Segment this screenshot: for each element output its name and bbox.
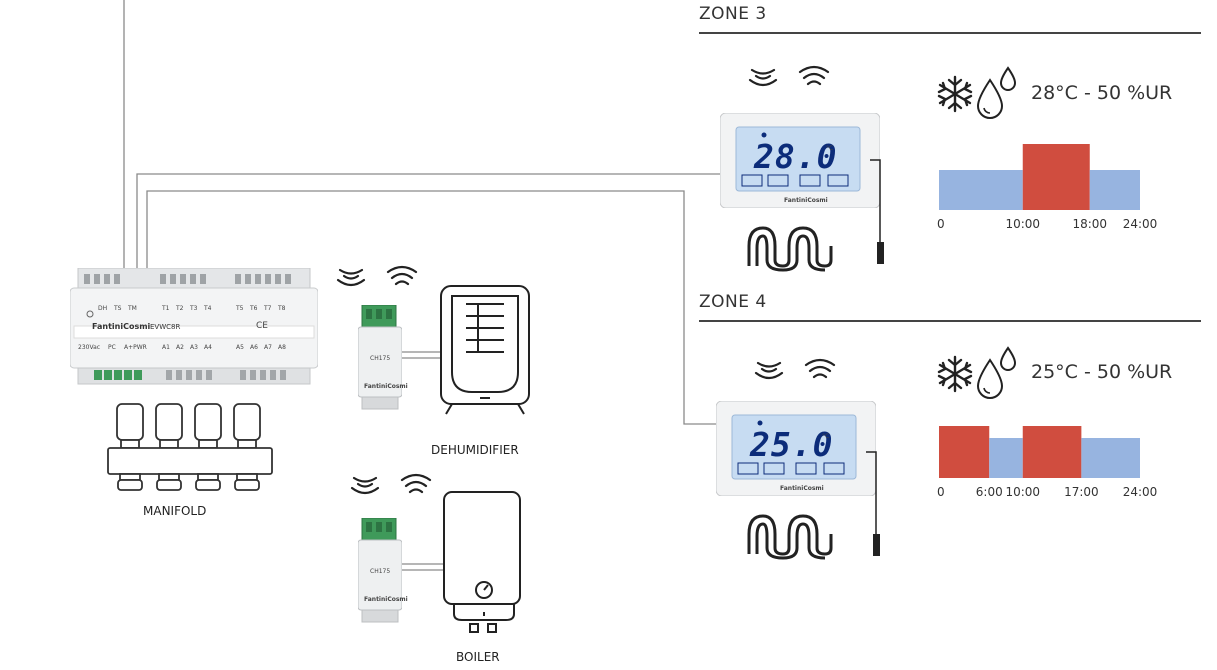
controller-brand: FantiniCosmi <box>92 322 151 331</box>
controller-top-label: T7 <box>264 305 272 312</box>
schedule-tick-label: 17:00 <box>1064 485 1099 499</box>
snowflake-icon <box>937 355 973 393</box>
schedule-segment-low <box>939 170 1023 210</box>
controller-bottom-label: A+PWR <box>124 344 147 351</box>
boiler-graphic <box>443 491 521 633</box>
controller-bottom-label: A4 <box>204 344 212 351</box>
schedule-segment-high <box>1022 426 1082 478</box>
dehumidifier-label: DEHUMIDIFIER <box>431 443 519 457</box>
schedule-tick-label: 18:00 <box>1072 217 1107 231</box>
controller-bottom-label: A5 <box>236 344 244 351</box>
controller-top-label: TM <box>128 305 137 312</box>
ch175-module-boiler: CH175 FantiniCosmi <box>358 518 408 624</box>
module-model: CH175 <box>370 355 391 362</box>
zone-divider <box>699 32 1201 34</box>
controller-bottom-label: A3 <box>190 344 198 351</box>
controller: DH TS TM T1 T2 T3 T4 T5 T6 T7 T8 Fantini… <box>70 268 318 388</box>
schedule-segment-high <box>1022 144 1090 210</box>
snowflake-icon <box>937 75 973 113</box>
controller-bottom-label: A7 <box>264 344 272 351</box>
floor-sensor-probe <box>866 451 880 556</box>
thermostat-display: 28.0 <box>754 137 838 176</box>
controller-top-label: T8 <box>278 305 286 312</box>
climate-setpoint: 28°C - 50 %UR <box>1031 82 1173 104</box>
controller-bottom-label: A6 <box>250 344 258 351</box>
wireless-icon <box>350 473 432 495</box>
controller-model: EVWC8R <box>150 323 181 331</box>
schedule-tick-label: 0 <box>937 485 945 499</box>
controller-top-label: TS <box>114 305 122 312</box>
controller-bottom-label: PC <box>108 344 116 351</box>
schedule-segment-high <box>939 426 990 478</box>
controller-top-label: T3 <box>190 305 198 312</box>
humidity-drops-icon <box>976 66 1017 119</box>
manifold-graphic <box>107 403 273 491</box>
controller-top-label: T2 <box>176 305 184 312</box>
controller-bottom-label: A2 <box>176 344 184 351</box>
manifold-label: MANIFOLD <box>143 504 207 518</box>
controller-bottom-label: A8 <box>278 344 286 351</box>
controller-bottom-label: A1 <box>162 344 170 351</box>
zone-divider <box>699 320 1201 322</box>
zone3-wire <box>136 173 722 268</box>
module-brand: FantiniCosmi <box>364 596 408 603</box>
controller-bottom-label: 230Vac <box>78 344 101 351</box>
wireless-icon <box>336 265 418 287</box>
wireless-icon <box>754 358 836 380</box>
controller-top-label: T4 <box>204 305 212 312</box>
schedule-tick-label: 24:00 <box>1123 485 1158 499</box>
controller-top-label: T1 <box>162 305 170 312</box>
thermostat-unit: °C <box>822 433 830 440</box>
controller-top-label: T5 <box>236 305 244 312</box>
schedule-tick-label: 24:00 <box>1123 217 1158 231</box>
controller-top-label: DH <box>98 305 108 312</box>
zone4-wire <box>146 190 717 425</box>
schedule-tick-label: 0 <box>937 217 945 231</box>
schedule-tick-label: 10:00 <box>1005 217 1040 231</box>
thermostat-display: 25.0 <box>750 425 834 464</box>
schedule-segment-low <box>1089 170 1140 210</box>
boiler-label: BOILER <box>456 650 500 664</box>
humidity-drops-icon <box>976 346 1017 399</box>
schedule-segment-low <box>989 438 1023 478</box>
zone-title: ZONE 4 <box>699 292 767 312</box>
thermostat-brand: FantiniCosmi <box>780 485 824 492</box>
schedule-tick-label: 10:00 <box>1005 485 1040 499</box>
floor-sensor-probe <box>870 159 884 264</box>
floor-heating-icon <box>747 226 833 272</box>
schedule-tick-label: 6:00 <box>976 485 1003 499</box>
floor-heating-icon <box>747 514 833 560</box>
thermostat-brand: FantiniCosmi <box>784 197 828 204</box>
climate-setpoint: 25°C - 50 %UR <box>1031 361 1173 383</box>
module-model: CH175 <box>370 568 391 575</box>
schedule-segment-low <box>1081 438 1140 478</box>
schedule-chart-zone3: 0 10:00 18:00 24:00 <box>937 144 1158 231</box>
zone-title: ZONE 3 <box>699 4 767 24</box>
thermostat-zone3: 28.0 °C FantiniCosmi <box>720 113 880 208</box>
controller-top-label: T6 <box>250 305 258 312</box>
thermostat-zone4: 25.0 °C FantiniCosmi <box>716 401 876 496</box>
ch175-module-dehumidifier: CH175 FantiniCosmi <box>358 305 408 411</box>
thermostat-unit: °C <box>826 145 834 152</box>
ce-mark: CE <box>256 321 268 331</box>
module-brand: FantiniCosmi <box>364 383 408 390</box>
dehumidifier-graphic <box>440 285 530 415</box>
wireless-icon <box>748 65 830 87</box>
